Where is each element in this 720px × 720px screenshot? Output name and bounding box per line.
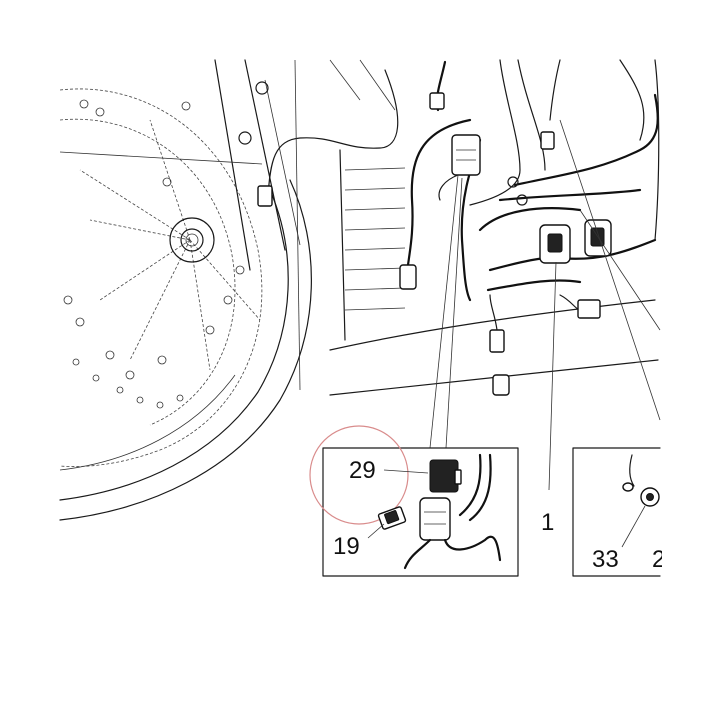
frame-line bbox=[329, 299, 656, 351]
radiator bbox=[339, 149, 406, 341]
wiring-harness bbox=[399, 59, 660, 396]
bottom-margin bbox=[0, 582, 720, 720]
fuse-icon bbox=[367, 506, 407, 539]
fuse-detail-box: 29 19 bbox=[309, 425, 519, 577]
fuse-holder-icon bbox=[451, 134, 481, 176]
leader-line-1 bbox=[548, 261, 557, 491]
fuse-holder-icon bbox=[419, 497, 451, 541]
washer-detail-box: 33 2 bbox=[572, 447, 665, 577]
leader-line-29 bbox=[429, 174, 459, 449]
fuse-cap-icon bbox=[429, 459, 459, 493]
disc-holes bbox=[63, 99, 245, 409]
callout-1: 1 bbox=[541, 509, 554, 536]
sensor-cable bbox=[267, 69, 399, 199]
callout-29: 29 bbox=[349, 457, 376, 484]
washer-icon bbox=[640, 487, 660, 507]
front-wheel bbox=[59, 59, 312, 521]
connector-icon bbox=[257, 185, 273, 207]
leader-line-33 bbox=[559, 119, 661, 421]
highlight-circle bbox=[309, 425, 409, 525]
callout-19: 19 bbox=[333, 533, 360, 560]
callout-33: 33 bbox=[592, 546, 619, 573]
